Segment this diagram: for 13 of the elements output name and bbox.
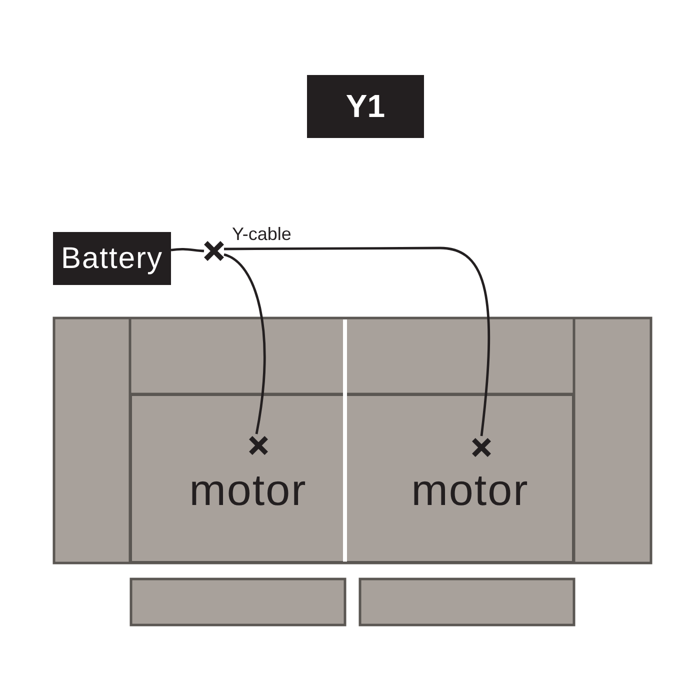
x-mark-icon — [472, 438, 491, 457]
cable-line — [224, 253, 266, 434]
x-mark-icon — [204, 241, 224, 261]
motor-label: motor — [411, 469, 529, 513]
seat-cushion — [130, 394, 343, 563]
seat-cushion — [347, 394, 574, 563]
battery-label: Battery — [53, 232, 171, 285]
x-mark-icon — [249, 436, 268, 455]
title-label: Y1 — [307, 75, 424, 138]
motor-label: motor — [189, 469, 307, 513]
cable-line — [224, 246, 490, 436]
cable-label: Y-cable — [232, 225, 292, 243]
cable-line — [170, 248, 204, 252]
